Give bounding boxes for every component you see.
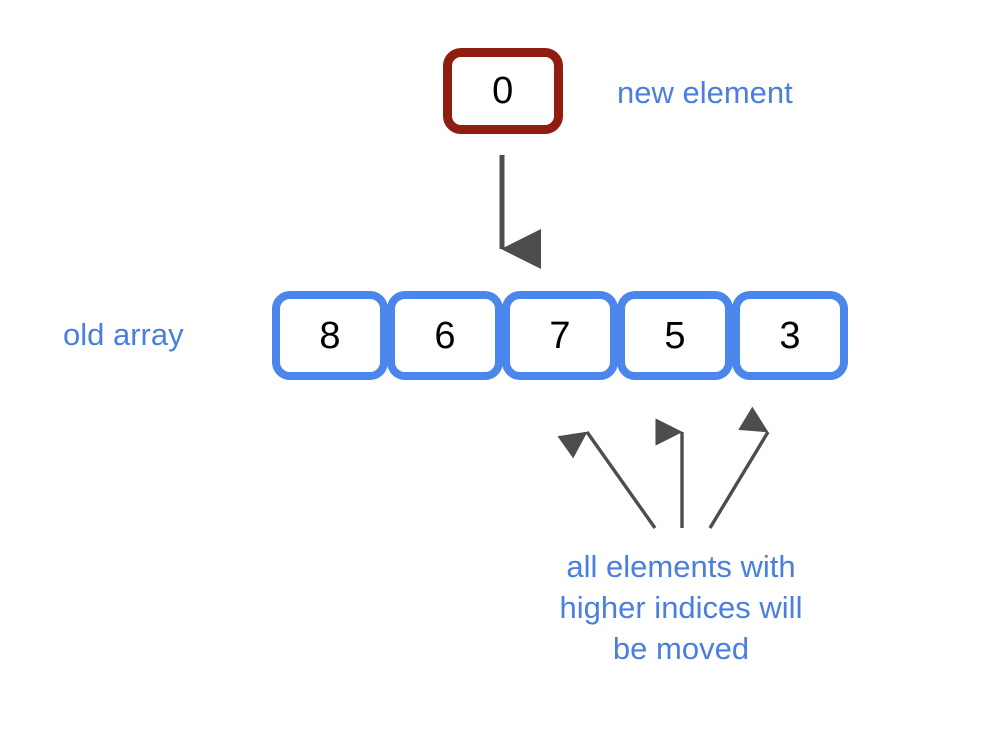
array-cell-value: 3 — [779, 314, 801, 357]
array-cell-value: 6 — [434, 314, 456, 357]
array-cell-value: 7 — [549, 314, 571, 357]
new-element-value: 0 — [492, 70, 514, 112]
array-cell-index-4: 3 — [732, 291, 848, 380]
array-cell-index-3: 5 — [617, 291, 733, 380]
shift-arrow-right — [708, 406, 770, 529]
shift-note-line-2: higher indices will — [559, 590, 803, 626]
array-cell-index-2: 7 — [502, 291, 618, 380]
old-array-row: 8 6 7 5 3 — [272, 291, 848, 380]
array-cell-index-1: 6 — [387, 291, 503, 380]
shift-note-line-1: all elements with — [566, 549, 796, 584]
new-element-box: 0 — [443, 48, 563, 134]
old-array-label: old array — [63, 317, 184, 352]
shift-arrow-left — [557, 431, 657, 529]
array-cell-value: 5 — [664, 314, 686, 357]
shift-note: all elements with higher indices will be… — [495, 546, 867, 670]
shift-note-line-3: be moved — [612, 631, 750, 667]
array-cell-index-0: 8 — [272, 291, 388, 380]
array-cell-value: 8 — [319, 314, 341, 357]
new-element-label: new element — [617, 75, 793, 110]
